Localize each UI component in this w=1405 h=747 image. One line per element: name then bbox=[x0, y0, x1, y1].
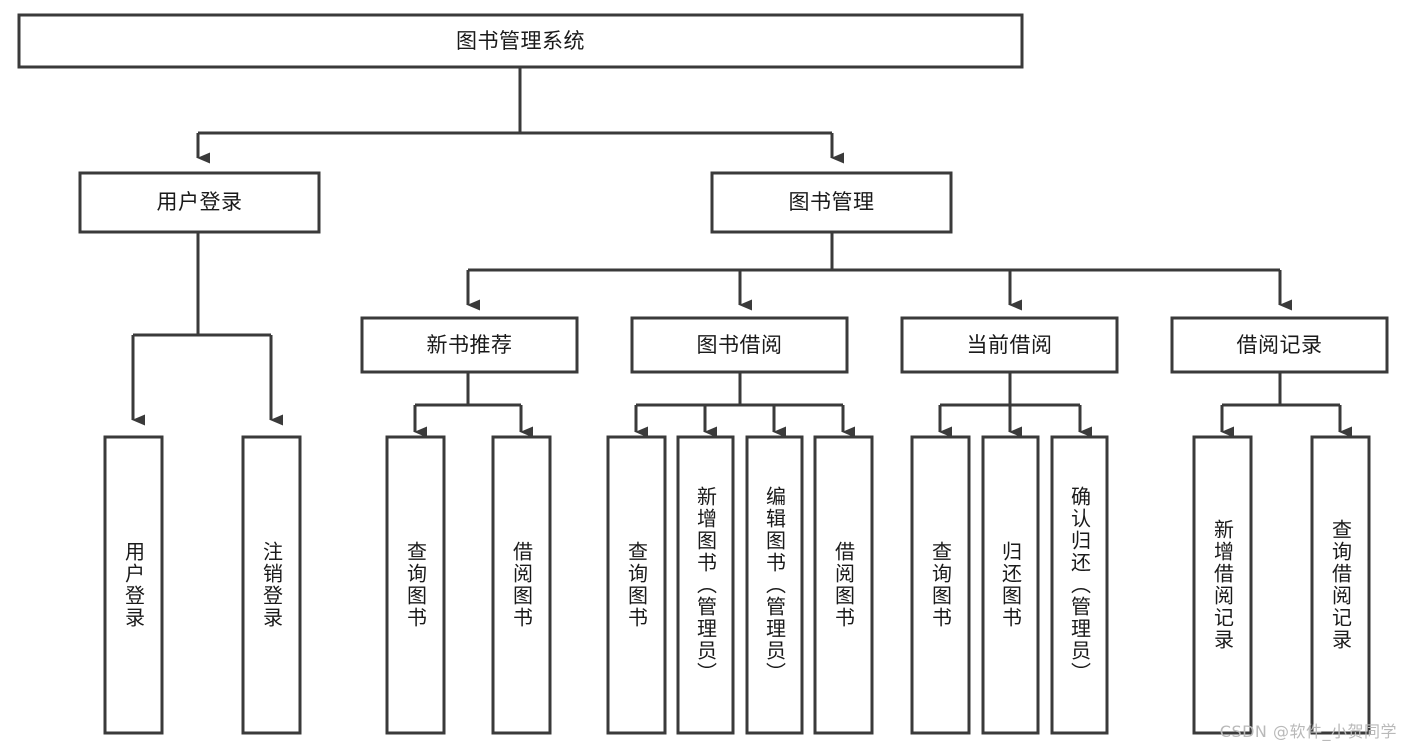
leaf-book-borrow-3[interactable] bbox=[815, 437, 872, 733]
leaf-current-borrow-1[interactable] bbox=[983, 437, 1038, 733]
node-user-login[interactable] bbox=[80, 173, 319, 232]
leaf-current-borrow-2[interactable] bbox=[1052, 437, 1107, 733]
node-book-management[interactable] bbox=[712, 173, 951, 232]
node-book-borrow[interactable] bbox=[632, 318, 847, 372]
leaf-book-borrow-0[interactable] bbox=[608, 437, 665, 733]
node-borrow-record[interactable] bbox=[1172, 318, 1387, 372]
leaf-book-borrow-2[interactable] bbox=[747, 437, 802, 733]
node-current-borrow[interactable] bbox=[902, 318, 1117, 372]
leaf-new-book-recommend-1[interactable] bbox=[493, 437, 550, 733]
watermark-text: CSDN @软件_小贺同学 bbox=[1219, 722, 1397, 741]
leaf-user-login-0[interactable] bbox=[105, 437, 162, 733]
node-new-book-recommend[interactable] bbox=[362, 318, 577, 372]
leaf-user-login-1[interactable] bbox=[243, 437, 300, 733]
leaf-book-borrow-1[interactable] bbox=[678, 437, 733, 733]
leaf-borrow-record-0[interactable] bbox=[1194, 437, 1251, 733]
leaf-borrow-record-1[interactable] bbox=[1312, 437, 1369, 733]
leaf-new-book-recommend-0[interactable] bbox=[387, 437, 444, 733]
leaf-current-borrow-0[interactable] bbox=[912, 437, 969, 733]
node-root[interactable] bbox=[19, 15, 1022, 67]
